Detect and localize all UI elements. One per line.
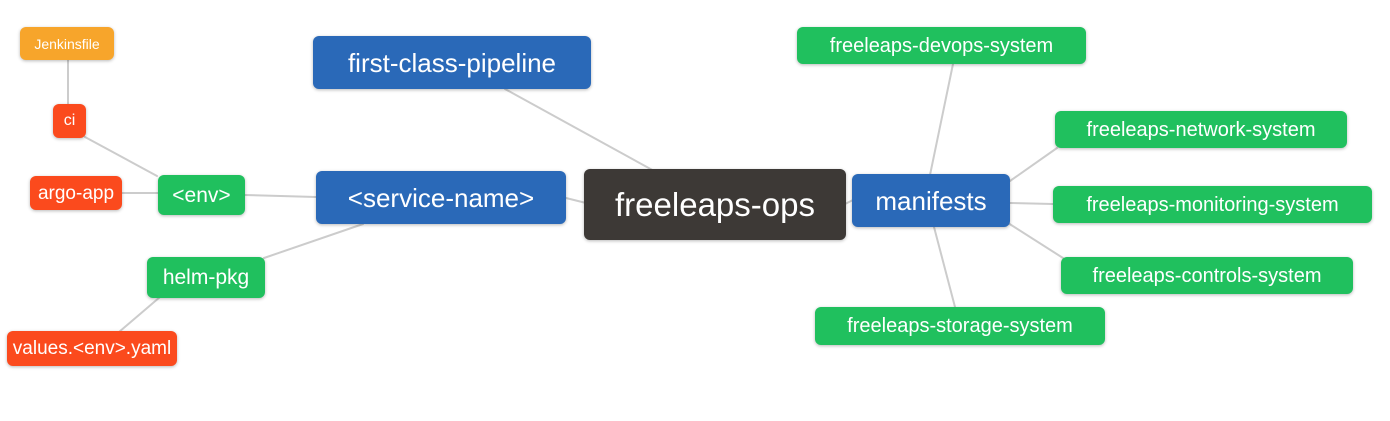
node-manifests[interactable]: manifests	[852, 174, 1010, 227]
edge-service-name-to-helm-pkg	[263, 223, 364, 259]
edge-service-name-to-freeleaps-ops	[565, 197, 587, 204]
edge-manifests-to-freeleaps-devops-system	[929, 63, 954, 176]
edge-manifests-to-freeleaps-storage-system	[933, 226, 956, 308]
node-env[interactable]: <env>	[158, 175, 245, 215]
node-service-name[interactable]: <service-name>	[316, 171, 566, 224]
node-jenkinsfile[interactable]: Jenkinsfile	[20, 27, 114, 60]
node-values-env-yaml[interactable]: values.<env>.yaml	[7, 331, 177, 366]
edge-first-class-pipeline-to-freeleaps-ops	[504, 88, 657, 173]
node-first-class-pipeline[interactable]: first-class-pipeline	[313, 36, 591, 89]
edge-helm-pkg-to-values-env-yaml	[118, 296, 161, 333]
edge-manifests-to-freeleaps-controls-system	[1007, 222, 1064, 259]
edge-manifests-to-freeleaps-monitoring-system	[1009, 202, 1054, 205]
node-helm-pkg[interactable]: helm-pkg	[147, 257, 265, 298]
node-freeleaps-controls-system[interactable]: freeleaps-controls-system	[1061, 257, 1353, 294]
node-freeleaps-devops-system[interactable]: freeleaps-devops-system	[797, 27, 1086, 64]
node-argo-app[interactable]: argo-app	[30, 176, 122, 210]
node-freeleaps-ops[interactable]: freeleaps-ops	[584, 169, 846, 240]
edge-manifests-to-freeleaps-network-system	[1009, 147, 1058, 182]
node-freeleaps-storage-system[interactable]: freeleaps-storage-system	[815, 307, 1105, 345]
node-ci[interactable]: ci	[53, 104, 86, 138]
node-freeleaps-network-system[interactable]: freeleaps-network-system	[1055, 111, 1347, 148]
edge-ci-to-env	[84, 136, 158, 177]
edge-env-to-service-name	[243, 194, 317, 198]
node-freeleaps-monitoring-system[interactable]: freeleaps-monitoring-system	[1053, 186, 1372, 223]
